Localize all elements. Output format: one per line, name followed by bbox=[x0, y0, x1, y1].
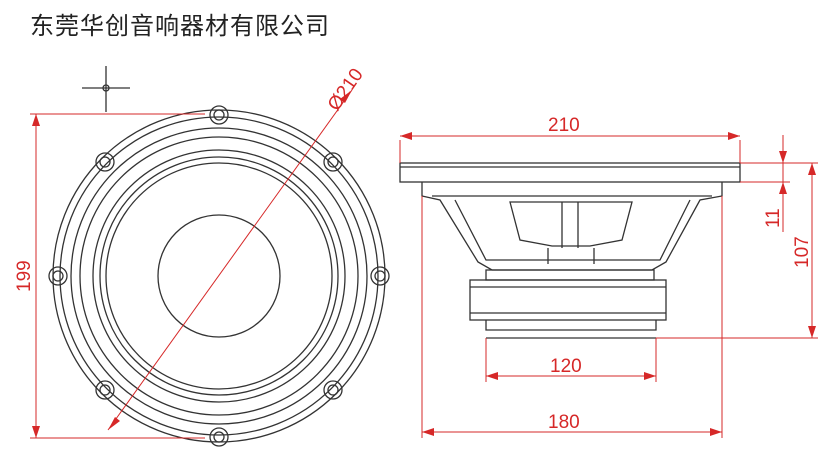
mounting-holes bbox=[48, 105, 390, 447]
basket-width-label: 180 bbox=[548, 412, 580, 433]
side-view bbox=[399, 162, 741, 339]
diameter-leader bbox=[107, 89, 353, 431]
diameter-label: Ø210 bbox=[324, 65, 368, 115]
front-dimensions bbox=[30, 89, 353, 439]
crosshair-icon bbox=[82, 66, 130, 112]
top-width-label: 210 bbox=[548, 115, 580, 136]
flange bbox=[399, 162, 741, 183]
front-view bbox=[48, 66, 390, 447]
flange-thickness-label: 11 bbox=[763, 208, 784, 228]
magnet bbox=[469, 279, 667, 321]
back-plate bbox=[485, 320, 657, 331]
magnet-width-label: 120 bbox=[550, 356, 582, 377]
mounting-ring bbox=[70, 127, 368, 425]
basket-window bbox=[509, 201, 633, 247]
side-dimensions bbox=[399, 132, 818, 438]
depth-label: 107 bbox=[792, 236, 813, 268]
surround-outer bbox=[92, 149, 346, 403]
height-label: 199 bbox=[14, 260, 35, 292]
top-plate bbox=[485, 269, 655, 281]
cone-edge bbox=[105, 162, 333, 390]
dust-cap bbox=[157, 214, 281, 338]
company-name: 东莞华创音响器材有限公司 bbox=[30, 12, 330, 40]
